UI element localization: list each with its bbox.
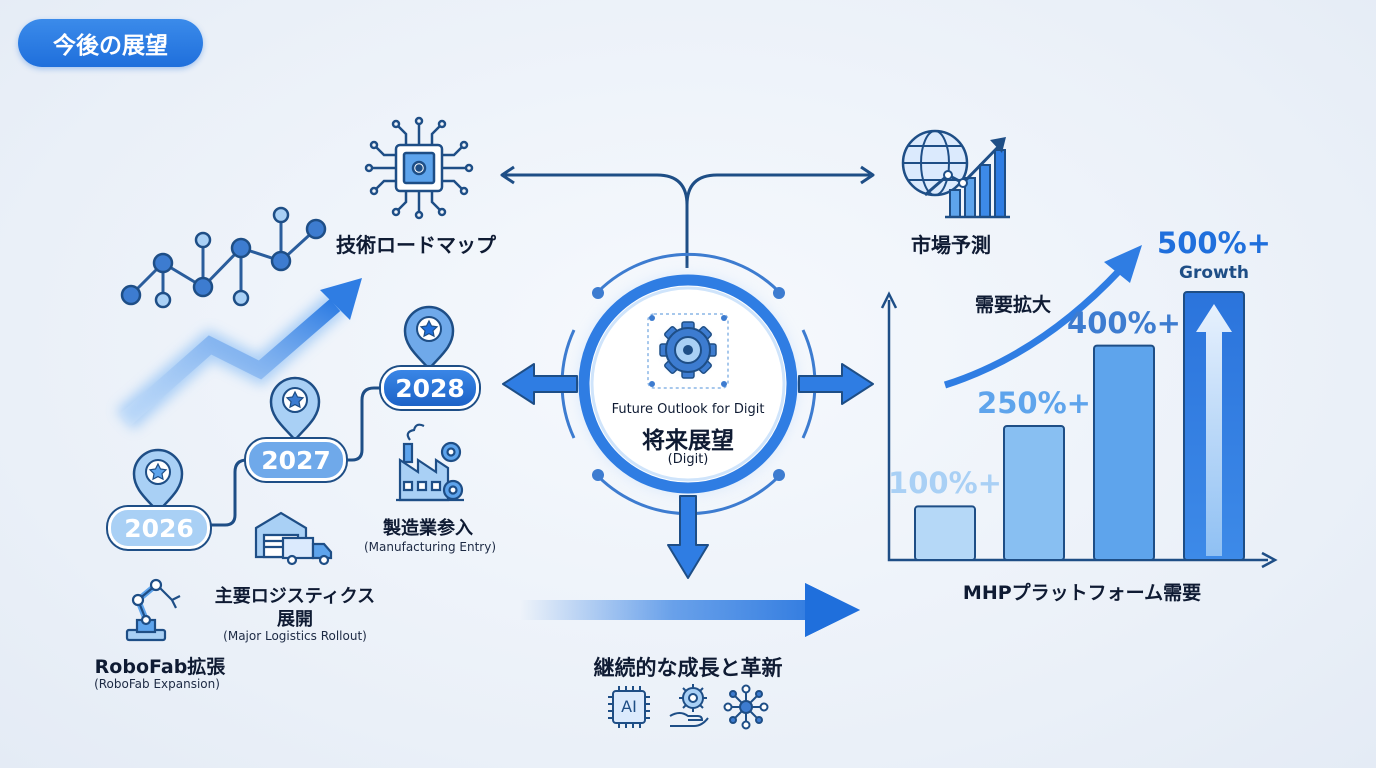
page-title: 今後の展望 [18,19,203,67]
bar-1 [914,505,976,561]
bar-3 [1093,344,1155,561]
market-forecast-label: 市場予測 [911,233,991,257]
center-hub [560,252,817,516]
warehouse-truck-icon [254,511,333,566]
milestone-2026-subtitle: (RoboFab Expansion) [94,677,220,691]
bar-4-value-label: 500%+ [1157,226,1271,260]
continuous-growth-label: 継続的な成長と革新 [593,656,783,680]
demand-trend-arrow [943,245,1142,389]
year-pill-2027: 2027 [246,439,346,481]
chart-x-label: MHPプラットフォーム需要 [962,582,1202,604]
factory-icon [396,423,464,502]
bar-3-value-label: 400%+ [1067,305,1181,340]
milestone-2028-title: 製造業参入 [383,518,473,539]
circuit-chip-icon [364,116,474,220]
pin-2028 [403,305,455,371]
rising-zigzag-arrow [116,278,362,430]
globe-growth-icon [901,129,1010,219]
network-icon [723,684,769,730]
hub-subtitle: (Digit) [667,452,709,467]
milestone-2027-title-line2: 展開 [277,609,313,630]
pin-2026 [132,448,184,514]
milestone-2026-title: RoboFab拡張 [94,656,226,678]
milestone-2027-title-line1: 主要ロジスティクス [214,586,376,607]
year-pill-2028: 2028 [381,367,479,409]
growth-sweep-arrow [520,583,860,637]
pin-2027 [269,376,321,442]
ai-chip-icon [608,686,650,728]
ai-chip-text: AI [621,697,637,716]
bar-2 [1003,425,1065,561]
hub-arrows [502,363,874,579]
chart-bars [914,291,1245,561]
hub-title-jp: 将来展望 [642,428,734,454]
milestone-2028-subtitle: (Manufacturing Entry) [364,540,496,554]
year-pill-2026: 2026 [108,507,210,549]
bar-1-value-label: 100%+ [888,466,1002,501]
top-connector [500,165,875,268]
demand-expansion-label: 需要拡大 [975,294,1052,316]
gear-icon [647,313,729,389]
bar-4-up-arrow [1196,304,1232,556]
timeline-connector [207,386,384,527]
gear-hand-icon [669,684,709,727]
tech-roadmap-label: 技術ロードマップ [336,233,496,257]
milestone-2027-subtitle: (Major Logistics Rollout) [223,629,367,643]
robot-arm-icon [125,578,181,642]
growth-annotation: Growth [1179,263,1249,283]
hub-title-en: Future Outlook for Digit [611,402,765,417]
roadmap-nodes [120,206,327,309]
bar-2-value-label: 250%+ [977,386,1091,420]
